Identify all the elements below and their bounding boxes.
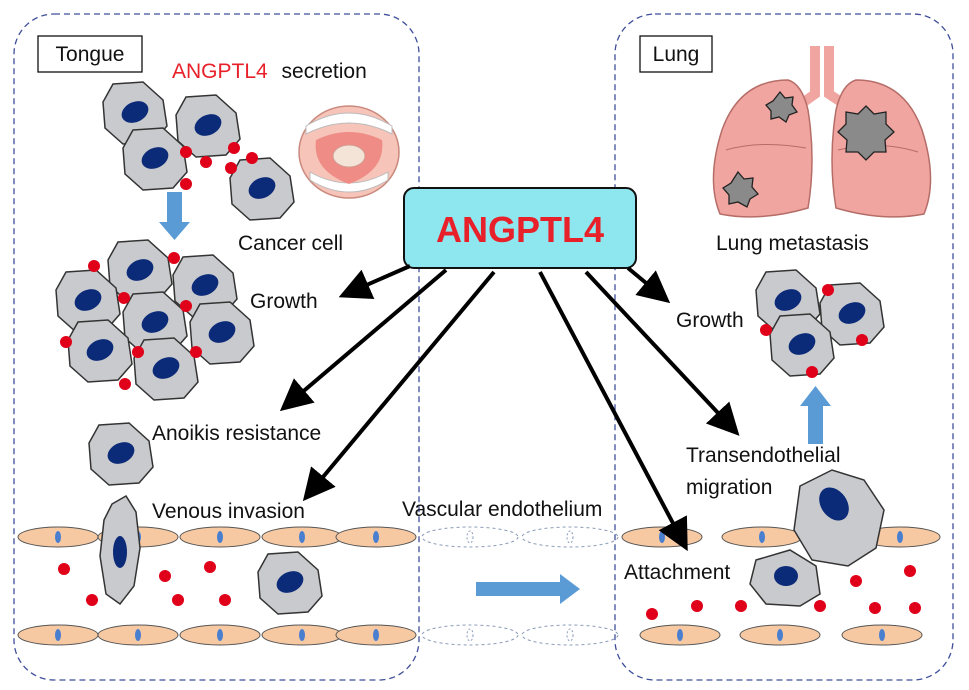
growth-right-label: Growth <box>676 309 744 332</box>
vascular-label: Vascular endothelium <box>402 498 602 521</box>
arrow-to-venous <box>302 270 496 502</box>
blood-droplets-left <box>58 561 231 606</box>
circulating-cell <box>257 551 323 615</box>
lung-label: Lung <box>653 43 700 66</box>
metastatic-droplets <box>760 284 868 378</box>
arrow-to-growth-right <box>626 266 671 304</box>
secreted-droplets <box>180 142 258 190</box>
blood-droplets-right <box>646 565 921 620</box>
blood-flow-arrow <box>476 574 580 604</box>
cluster-droplets <box>60 252 202 390</box>
angptl4-center-box <box>403 187 637 269</box>
lung-region <box>614 13 954 681</box>
lungs-icon <box>712 46 932 218</box>
attached-cell <box>749 549 821 607</box>
angptl4-center-label: ANGPTL4 <box>436 209 604 250</box>
tongue-region <box>13 13 420 681</box>
arrow-to-anoikis <box>279 268 448 412</box>
anoikis-label: Anoikis resistance <box>152 422 321 445</box>
secretion-label: ANGPTL4 secretion <box>172 60 367 83</box>
mouth-lesion-icon <box>298 105 400 199</box>
progression-arrow-down <box>159 192 190 240</box>
tumor-cluster <box>55 239 255 401</box>
invading-cell <box>99 494 141 606</box>
progression-arrow-up <box>800 386 831 444</box>
transendothelial-label-2: migration <box>686 476 772 499</box>
transendothelial-label-1: Transendothelial <box>686 444 841 467</box>
secretion-gene: ANGPTL4 <box>172 60 268 83</box>
arrow-to-transendothelial <box>584 270 740 436</box>
lung-label-box <box>639 35 713 73</box>
detached-cell <box>88 422 154 486</box>
vessel-bottom-wall <box>17 624 923 646</box>
lung-metastasis-label: Lung metastasis <box>716 232 869 255</box>
venous-label: Venous invasion <box>152 500 305 523</box>
extravasating-cell <box>793 469 885 567</box>
tongue-label: Tongue <box>56 43 125 66</box>
effect-arrows <box>279 264 740 552</box>
attachment-label: Attachment <box>624 561 730 584</box>
arrow-to-attachment <box>538 271 688 552</box>
primary-cells <box>102 81 295 221</box>
secretion-word: secretion <box>282 60 367 83</box>
growth-left-label: Growth <box>250 290 318 313</box>
tongue-label-box <box>37 35 143 73</box>
arrow-to-growth-left <box>338 264 411 300</box>
cancer-cell-label: Cancer cell <box>238 232 343 255</box>
metastatic-cluster <box>755 269 885 377</box>
